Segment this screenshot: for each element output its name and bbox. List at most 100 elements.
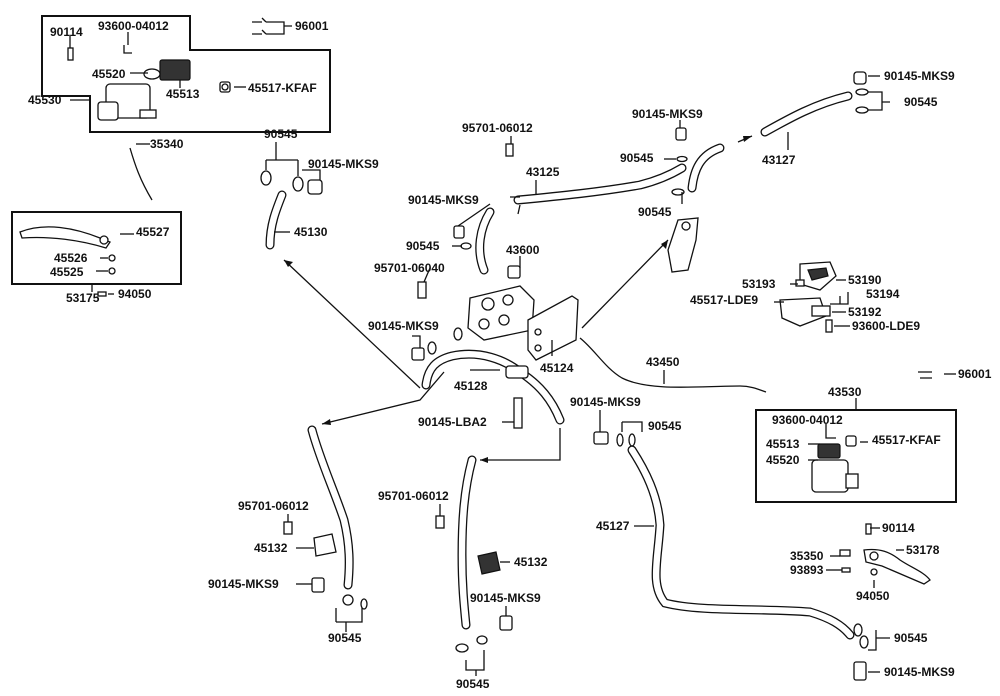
clip-93600-left <box>123 45 132 54</box>
screw-94050-right <box>870 568 878 576</box>
label-53175: 53175 <box>66 291 100 305</box>
label-90145-mks9-c: 90145-MKS9 <box>408 193 479 207</box>
label-90545-ul: 90545 <box>264 127 298 141</box>
washer-90545-tr-b <box>855 106 869 114</box>
hose-top-right-short <box>687 143 725 193</box>
tee-joint <box>505 365 529 379</box>
label-90545-bc: 90545 <box>456 677 490 691</box>
screw-95701-06040 <box>417 281 427 299</box>
label-45526: 45526 <box>54 251 88 265</box>
label-53178: 53178 <box>906 543 940 557</box>
clip-93600-right <box>825 430 836 439</box>
label-90545-br: 90545 <box>894 631 928 645</box>
label-90114-right: 90114 <box>882 521 915 535</box>
label-45132-left: 45132 <box>254 541 288 555</box>
label-45525: 45525 <box>50 265 84 279</box>
caliper-body-lower <box>779 297 831 327</box>
lever-box-left <box>11 211 182 285</box>
label-53194: 53194 <box>866 287 900 301</box>
master-cylinder-left <box>97 59 191 121</box>
part-53193 <box>795 279 805 287</box>
label-90545-bl: 90545 <box>328 631 362 645</box>
screw-90114-right <box>865 523 872 535</box>
washer-90545-ul2 <box>460 242 472 250</box>
label-90145-mks9-bl: 90145-MKS9 <box>208 577 279 591</box>
hose-left-lower <box>307 425 354 590</box>
bolt-90145-br <box>853 661 867 681</box>
washer-cl <box>427 341 437 355</box>
arrows <box>283 135 753 463</box>
label-90114-top: 90114 <box>50 25 83 39</box>
label-53193: 53193 <box>742 277 776 291</box>
label-45517-kfaf-right: 45517-KFAF <box>872 433 941 447</box>
hose-45128 <box>421 349 565 425</box>
label-90145-mks9-top: 90145-MKS9 <box>632 107 703 121</box>
valve-43600 <box>467 265 535 341</box>
bracket-45124 <box>527 295 579 361</box>
leader-lines <box>69 21 956 676</box>
lever-45527 <box>19 226 111 249</box>
label-53190: 53190 <box>848 273 882 287</box>
bolt-90145-ul <box>307 179 323 195</box>
label-45527: 45527 <box>136 225 170 239</box>
label-93600-lde9: 93600-LDE9 <box>852 319 920 333</box>
label-45127: 45127 <box>596 519 630 533</box>
caliper-53190 <box>799 261 837 291</box>
label-90145-mks9-ul: 90145-MKS9 <box>308 157 379 171</box>
cable-43450 <box>579 337 767 393</box>
bolt-93600-lde9 <box>825 319 833 333</box>
label-93893: 93893 <box>790 563 824 577</box>
screw-95701-top <box>505 143 514 157</box>
washer-bc-a <box>455 643 469 653</box>
label-90545-r: 90545 <box>638 205 672 219</box>
washer-bc-b <box>476 635 488 645</box>
label-45124: 45124 <box>540 361 574 375</box>
label-35340: 35340 <box>150 137 184 151</box>
hose-center-lower <box>457 455 477 630</box>
hose-43125 <box>513 163 687 205</box>
switch-96001-right <box>918 371 932 379</box>
bolt-90145-top <box>675 127 687 141</box>
label-45513-left: 45513 <box>166 87 200 101</box>
screw-94050-left <box>97 291 107 297</box>
label-45530: 45530 <box>28 93 62 107</box>
label-94050-left: 94050 <box>118 287 152 301</box>
hose-45127 <box>627 445 855 640</box>
bolt-45517-kfaf-left <box>219 81 231 93</box>
label-45520-left: 45520 <box>92 67 126 81</box>
bolt-90145-bc <box>499 615 513 631</box>
label-45128: 45128 <box>454 379 488 393</box>
label-90145-mks9-tr: 90145-MKS9 <box>884 69 955 83</box>
label-95701-06012-bc: 95701-06012 <box>378 489 449 503</box>
part-35350 <box>839 549 851 557</box>
part-45526 <box>108 254 116 262</box>
screw-90114-left <box>67 47 74 61</box>
label-90145-mks9-cl: 90145-MKS9 <box>368 319 439 333</box>
bolt-90145-ul2 <box>453 225 465 239</box>
bolt-90145-bl <box>311 577 325 593</box>
label-96001-right: 96001 <box>958 367 992 381</box>
washer-mr-a <box>616 433 624 447</box>
label-35350: 35350 <box>790 549 824 563</box>
cable-35340 <box>129 147 153 201</box>
master-cylinder-box-left <box>41 15 331 133</box>
label-45517-lde9: 45517-LDE9 <box>690 293 758 307</box>
label-90545-c: 90545 <box>406 239 440 253</box>
label-90145-lba2: 90145-LBA2 <box>418 415 487 429</box>
label-95701-06012-bl: 95701-06012 <box>238 499 309 513</box>
bolt-90145-tr <box>853 71 867 85</box>
label-95701-06012-top: 95701-06012 <box>462 121 533 135</box>
label-45520-right: 45520 <box>766 453 800 467</box>
bolt-45517-kfaf-right <box>845 435 857 447</box>
label-43530: 43530 <box>828 385 862 399</box>
switch-96001-top <box>252 17 267 35</box>
washer-mr-b <box>628 433 636 447</box>
hose-43127 <box>760 91 853 137</box>
part-45525 <box>108 267 116 275</box>
label-43600: 43600 <box>506 243 540 257</box>
washer-90545-r <box>671 188 685 196</box>
bolt-90145-mr <box>593 431 609 445</box>
screw-95701-bc <box>435 515 445 529</box>
